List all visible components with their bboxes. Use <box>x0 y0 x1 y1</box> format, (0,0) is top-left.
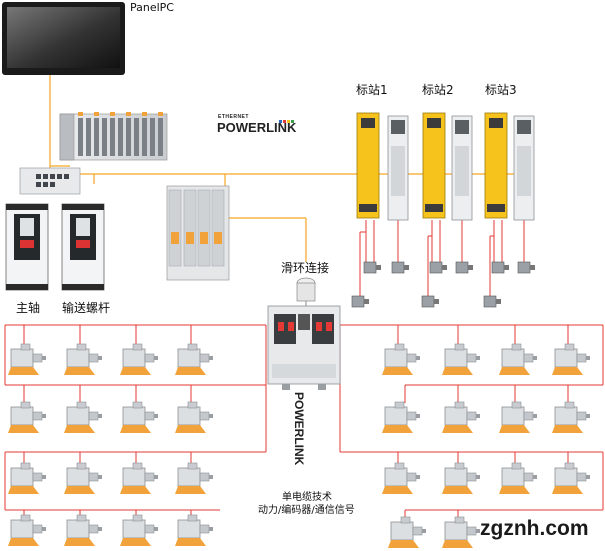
ethernet-switch <box>19 167 81 195</box>
spindle-drive <box>5 203 49 291</box>
panel-pc <box>2 2 125 75</box>
central-servo-drives <box>166 185 230 281</box>
distribution-hub <box>267 305 341 390</box>
powerlink-logo-dots <box>279 120 294 123</box>
station2-label: 标站2 <box>422 83 454 97</box>
cable-signals-label: 动力/编码器/通信信号 <box>258 505 355 516</box>
station-motors <box>351 261 536 308</box>
powerlink-logo: POWERLINK <box>217 120 297 135</box>
panel-pc-label: PanelPC <box>130 1 174 14</box>
station-drives <box>356 112 535 221</box>
watermark: zgznh.com <box>480 517 589 540</box>
drive-power-lines <box>359 220 525 296</box>
distribution-lines <box>4 324 604 518</box>
screw-conveyor-label: 输送螺杆 <box>62 301 111 315</box>
slip-ring <box>296 277 316 306</box>
station3-label: 标站3 <box>485 83 517 97</box>
spindle-label: 主轴 <box>16 301 41 315</box>
plc-rack <box>59 112 168 161</box>
slip-ring-label: 滑环连接 <box>281 261 330 275</box>
screw-conveyor-drive <box>61 203 105 291</box>
cable-tech-label: 单电缆技术 <box>282 492 332 503</box>
station1-label: 标站1 <box>356 83 388 97</box>
powerlink-logo-small: ETHERNET <box>218 114 249 120</box>
